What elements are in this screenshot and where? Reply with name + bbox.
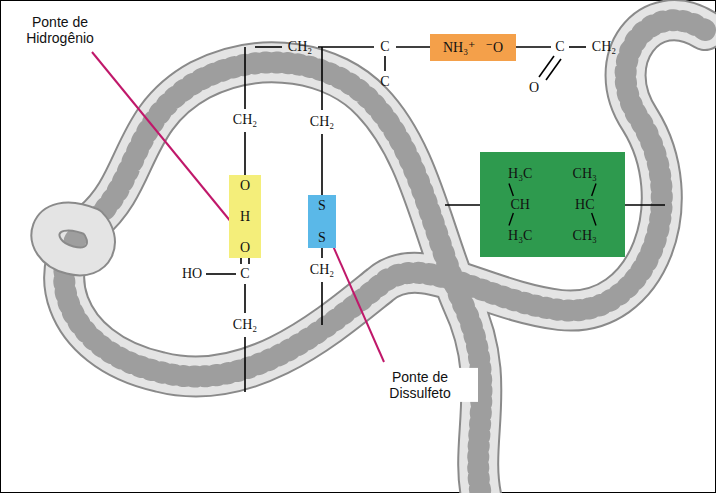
chem-atom: C <box>240 266 249 281</box>
chem-text: O <box>240 178 250 193</box>
chem-text: NH₃⁺ <box>443 40 476 55</box>
chem-atom: C <box>380 74 389 89</box>
chem-atom: C <box>380 39 389 54</box>
disulfide-box: SS <box>308 195 336 248</box>
chem-text: CH₃ <box>573 228 597 243</box>
chem-group: CH₂ <box>310 114 334 129</box>
chem-group: CH₂ <box>233 112 257 127</box>
chem-text: CH <box>511 197 530 212</box>
chem-group: CH₂ <box>288 39 312 54</box>
chem-atom: O <box>529 80 539 95</box>
callout-label: Ponte de Dissulfeto <box>362 368 478 402</box>
bond-lines <box>480 152 625 257</box>
chem-text: H₃C <box>508 166 532 181</box>
hydrophobic-box: H₃C CH₃ CH HC H₃C CH₃ <box>480 152 625 257</box>
chem-text: H <box>240 209 250 224</box>
chem-text: ⁻O <box>486 40 504 55</box>
chem-group: HO <box>182 266 202 281</box>
chem-group: CH₂ <box>233 317 257 332</box>
charged-pair-box: NH₃⁺ ⁻O <box>430 34 516 61</box>
chem-text: CH₃ <box>573 166 597 181</box>
chem-atom: C <box>555 39 564 54</box>
chem-text: S <box>318 230 326 245</box>
chem-text: O <box>240 240 250 255</box>
callout-label: Ponte de Hidrogênio <box>2 13 118 47</box>
chem-text: H₃C <box>508 228 532 243</box>
chem-group: CH₂ <box>592 39 616 54</box>
chem-text: HC <box>575 197 594 212</box>
chem-group: CH₂ <box>310 262 334 277</box>
chem-text: S <box>318 198 326 213</box>
hydrogen-bond-box: O H O <box>229 175 261 258</box>
